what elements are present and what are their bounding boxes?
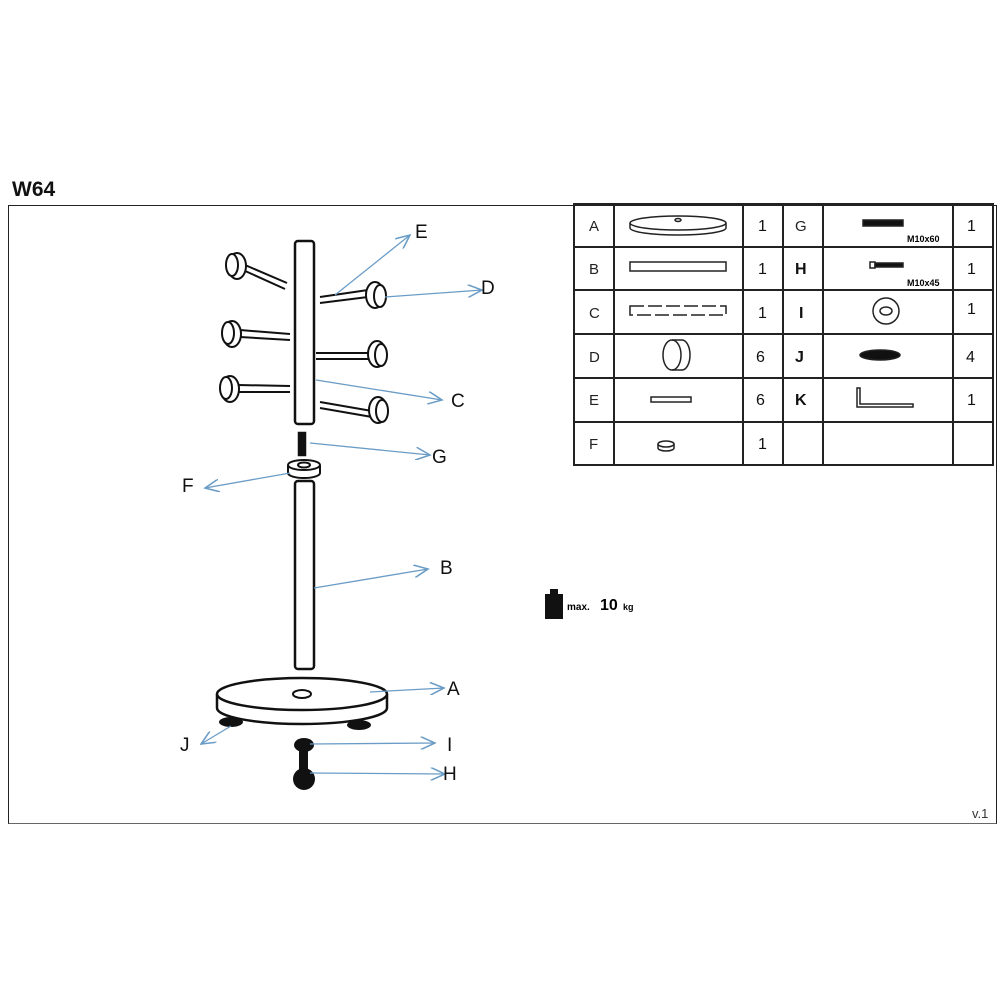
foot-pad-icon [859, 349, 901, 361]
upper-tube-c [293, 239, 316, 426]
part-letter: E [589, 392, 599, 409]
connector-ring-f [287, 459, 321, 479]
bolt-h-washer-i [293, 738, 315, 790]
part-letter: J [795, 349, 804, 366]
threaded-rod-icon [862, 219, 904, 227]
part-qty: 1 [758, 218, 767, 235]
hook-knobs-d [219, 252, 389, 424]
part-letter: H [795, 261, 807, 278]
base-disc-icon [629, 215, 727, 236]
label-b: B [440, 558, 453, 579]
part-spec: M10x45 [907, 278, 940, 288]
parts-table [573, 203, 994, 466]
base-disc-a [215, 676, 389, 726]
label-e: E [415, 222, 428, 243]
label-c: C [451, 391, 465, 412]
label-g: G [432, 447, 447, 468]
parts-table-icons [629, 215, 914, 452]
part-letter: B [589, 261, 599, 278]
part-letter: I [799, 305, 803, 322]
part-qty: 4 [966, 349, 975, 366]
hook-knob-icon [662, 339, 691, 371]
max-load-value: 10 [600, 597, 618, 614]
lower-tube-icon [629, 261, 727, 272]
allen-key-icon [856, 387, 914, 408]
part-spec: M10x60 [907, 234, 940, 244]
washer-icon [872, 297, 900, 325]
hook-rod-icon [650, 396, 692, 403]
part-letter: D [589, 349, 600, 366]
label-j: J [180, 735, 190, 756]
part-qty: 6 [756, 392, 765, 409]
part-letter: F [589, 436, 598, 453]
part-qty: 1 [967, 261, 976, 278]
part-qty: 1 [967, 218, 976, 235]
diagram-frame [8, 205, 997, 824]
part-qty: 1 [967, 392, 976, 409]
part-letter: A [589, 218, 599, 235]
lower-tube-b [293, 479, 316, 671]
part-letter: C [589, 305, 600, 322]
version-label: v.1 [972, 806, 989, 821]
part-letter: G [795, 218, 807, 235]
part-letter: K [795, 392, 807, 409]
label-a: A [447, 679, 460, 700]
label-h: H [443, 764, 457, 785]
hook-rods-e [237, 264, 373, 418]
weight-icon [545, 589, 563, 619]
label-i: I [447, 735, 452, 756]
part-qty: 1 [758, 261, 767, 278]
threaded-rod-g [297, 431, 307, 457]
foot-pads-j [219, 717, 371, 730]
upper-tube-icon [629, 305, 727, 316]
part-qty: 1 [967, 301, 976, 318]
max-load-unit: kg [623, 602, 634, 612]
parts-table-text: A 1 B 1 C 1 D 6 E 6 F 1 G M10x60 1 H M10… [589, 218, 976, 453]
connector-ring-icon [657, 440, 675, 452]
part-qty: 6 [756, 349, 765, 366]
label-d: D [481, 278, 495, 299]
max-label: max. [567, 602, 590, 613]
label-f: F [182, 476, 194, 497]
part-qty: 1 [758, 436, 767, 453]
callout-arrows [201, 235, 482, 774]
part-qty: 1 [758, 305, 767, 322]
bolt-icon [869, 261, 904, 269]
model-title: W64 [12, 178, 56, 201]
